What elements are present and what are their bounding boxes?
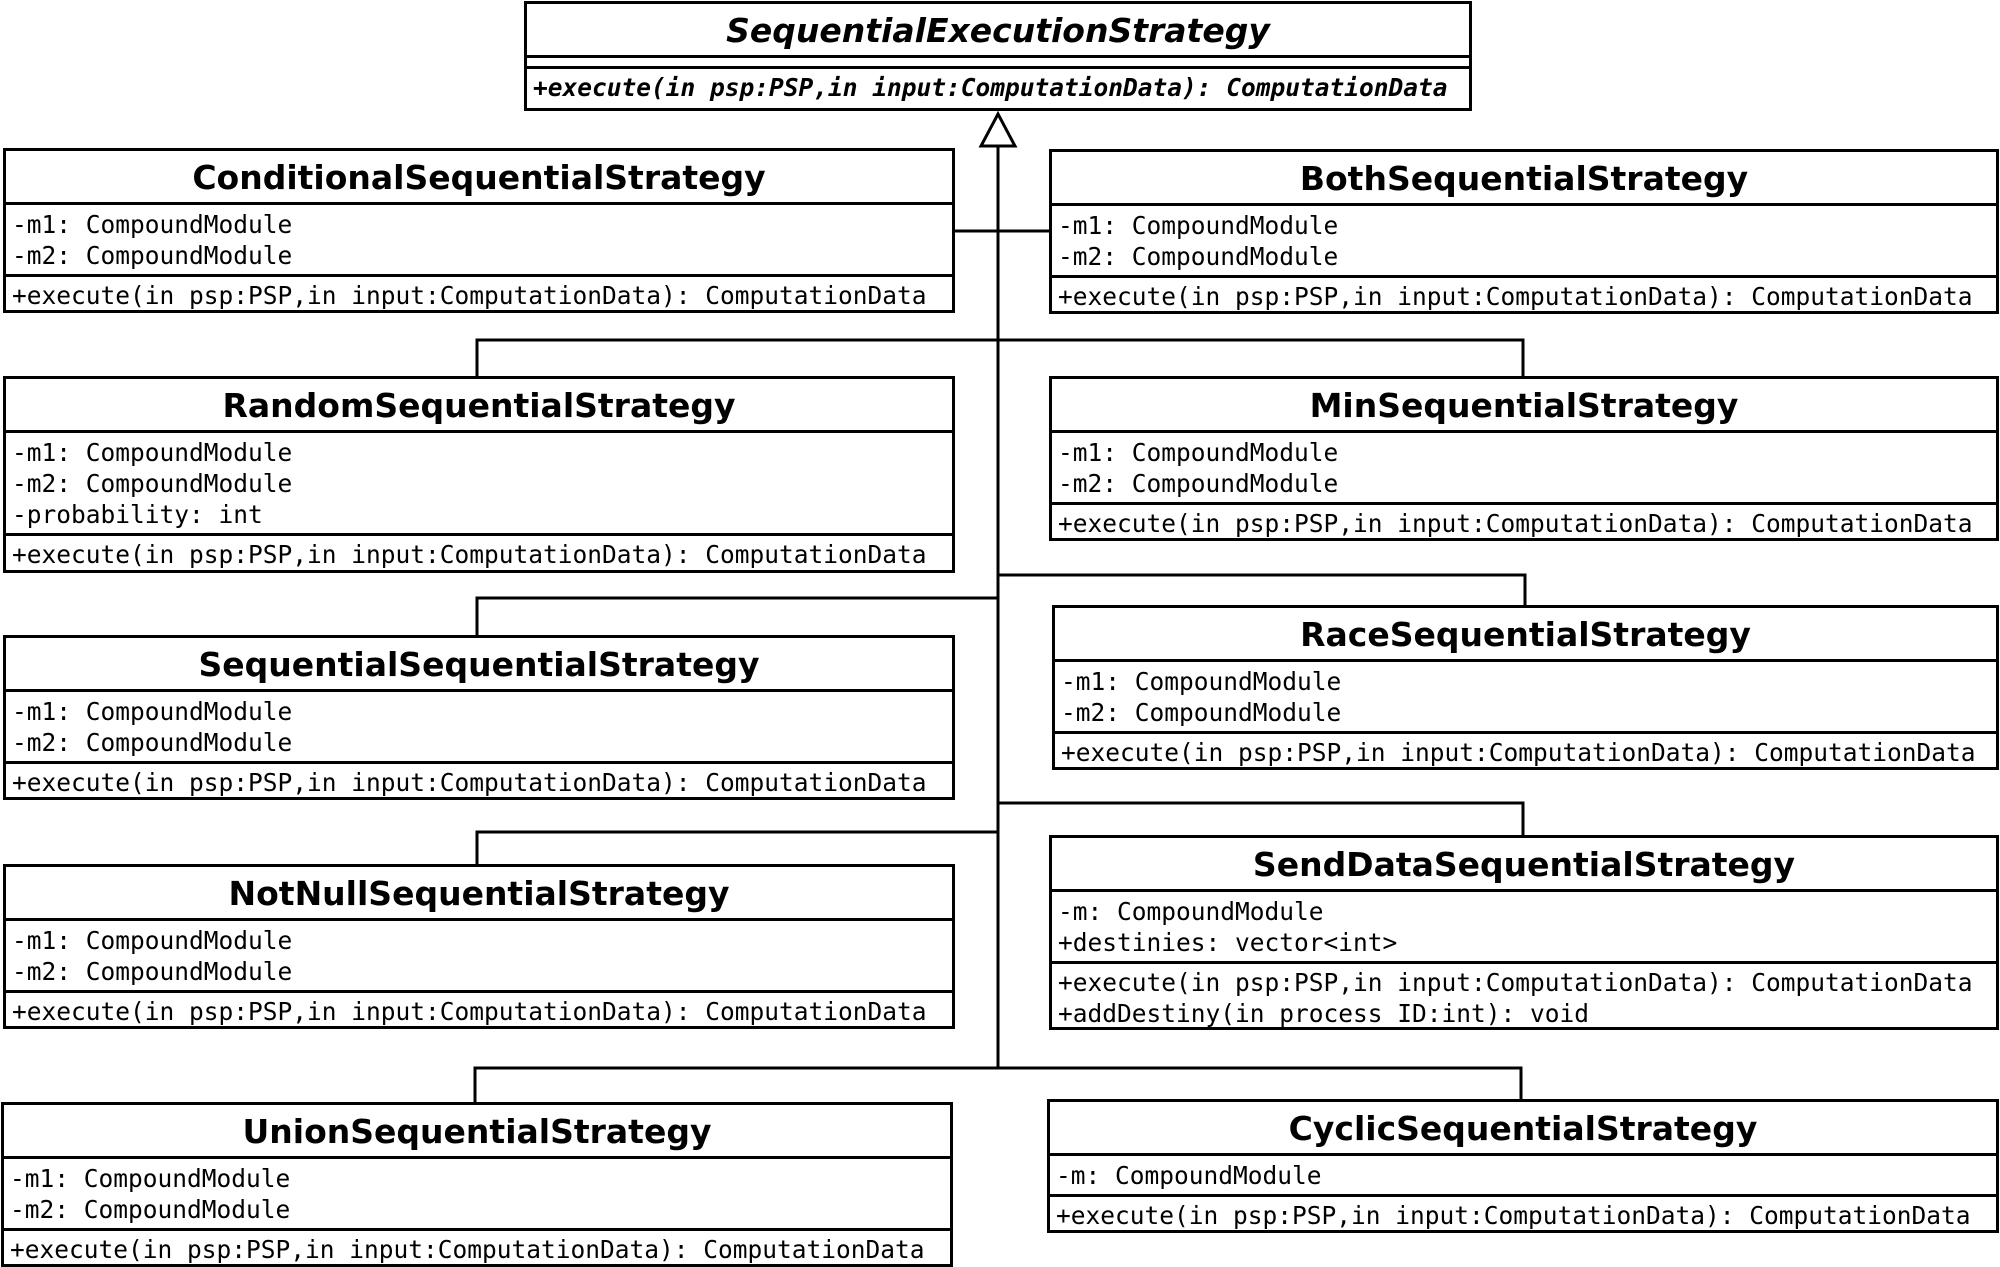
attribute: -probability: int (12, 500, 263, 529)
branch-senddata (998, 801, 1525, 836)
operation: +execute(in psp:PSP,in input:Computation… (10, 1235, 925, 1264)
class-senddata-sequential-strategy: SendDataSequentialStrategy -m: CompoundM… (1049, 835, 1999, 1030)
attribute: -m2: CompoundModule (10, 1195, 291, 1224)
class-operations: +execute(in psp:PSP,in input:Computation… (6, 277, 952, 312)
class-name: RandomSequentialStrategy (6, 379, 952, 433)
class-attributes (527, 58, 1469, 69)
branch-random (475, 338, 998, 377)
attribute: -m2: CompoundModule (1061, 698, 1342, 727)
operation: +execute(in psp:PSP,in input:Computation… (12, 281, 927, 310)
class-random-sequential-strategy: RandomSequentialStrategy -m1: CompoundMo… (3, 376, 955, 573)
attribute: -m1: CompoundModule (12, 697, 293, 726)
operation: +execute(in psp:PSP,in input:Computation… (533, 73, 1448, 102)
class-name: CyclicSequentialStrategy (1050, 1102, 1996, 1156)
attribute: -m1: CompoundModule (1058, 211, 1339, 240)
class-attributes: -m1: CompoundModule -m2: CompoundModule (6, 205, 952, 277)
class-operations: +execute(in psp:PSP,in input:Computation… (6, 764, 952, 799)
class-operations: +execute(in psp:PSP,in input:Computation… (4, 1231, 950, 1266)
operation: +execute(in psp:PSP,in input:Computation… (1061, 738, 1976, 767)
branch-race (998, 573, 1527, 606)
class-attributes: -m1: CompoundModule -m2: CompoundModule (6, 921, 952, 993)
class-cyclic-sequential-strategy: CyclicSequentialStrategy -m: CompoundMod… (1047, 1099, 1999, 1233)
class-name: NotNullSequentialStrategy (6, 867, 952, 921)
class-attributes: -m1: CompoundModule -m2: CompoundModule (1055, 662, 1996, 734)
operation: +execute(in psp:PSP,in input:Computation… (1056, 1201, 1971, 1230)
class-name: SequentialSequentialStrategy (6, 638, 952, 692)
operation: +execute(in psp:PSP,in input:Computation… (1058, 282, 1973, 311)
attribute: -m1: CompoundModule (1061, 667, 1342, 696)
class-operations: +execute(in psp:PSP,in input:Computation… (1052, 278, 1996, 313)
branch-union (473, 1066, 1523, 1103)
class-notnull-sequential-strategy: NotNullSequentialStrategy -m1: CompoundM… (3, 864, 955, 1029)
class-both-sequential-strategy: BothSequentialStrategy -m1: CompoundModu… (1049, 149, 1999, 314)
operation: +execute(in psp:PSP,in input:Computation… (1058, 509, 1973, 538)
attribute: -m: CompoundModule (1056, 1161, 1322, 1190)
attribute: -m2: CompoundModule (12, 728, 293, 757)
class-operations: +execute(in psp:PSP,in input:Computation… (527, 69, 1469, 104)
class-attributes: -m: CompoundModule (1050, 1156, 1996, 1197)
class-name: UnionSequentialStrategy (4, 1105, 950, 1159)
operation: +execute(in psp:PSP,in input:Computation… (1058, 968, 1973, 997)
operation: +execute(in psp:PSP,in input:Computation… (12, 540, 927, 569)
operation: +execute(in psp:PSP,in input:Computation… (12, 997, 927, 1026)
class-attributes: -m: CompoundModule +destinies: vector<in… (1052, 892, 1996, 964)
operation: +execute(in psp:PSP,in input:Computation… (12, 768, 927, 797)
attribute: -m1: CompoundModule (12, 438, 293, 467)
class-operations: +execute(in psp:PSP,in input:Computation… (1055, 734, 1996, 769)
attribute: -m2: CompoundModule (1058, 242, 1339, 271)
attribute: -m1: CompoundModule (12, 210, 293, 239)
class-name: MinSequentialStrategy (1052, 379, 1996, 433)
class-name: BothSequentialStrategy (1052, 152, 1996, 206)
attribute: -m1: CompoundModule (12, 926, 293, 955)
class-name: RaceSequentialStrategy (1055, 608, 1996, 662)
generalization-arrowhead (978, 110, 1018, 148)
class-sequential-sequential-strategy: SequentialSequentialStrategy -m1: Compou… (3, 635, 955, 800)
attribute: -m2: CompoundModule (12, 469, 293, 498)
class-operations: +execute(in psp:PSP,in input:Computation… (6, 993, 952, 1028)
class-attributes: -m1: CompoundModule -m2: CompoundModule … (6, 433, 952, 536)
branch-notnull (475, 830, 998, 865)
branch-sequential (475, 596, 998, 636)
class-name: SendDataSequentialStrategy (1052, 838, 1996, 892)
class-attributes: -m1: CompoundModule -m2: CompoundModule (1052, 206, 1996, 278)
attribute: -m2: CompoundModule (12, 957, 293, 986)
attribute: -m1: CompoundModule (10, 1164, 291, 1193)
class-operations: +execute(in psp:PSP,in input:Computation… (1050, 1197, 1996, 1232)
branch-min (998, 338, 1525, 377)
class-min-sequential-strategy: MinSequentialStrategy -m1: CompoundModul… (1049, 376, 1999, 541)
class-conditional-sequential-strategy: ConditionalSequentialStrategy -m1: Compo… (3, 148, 955, 313)
class-attributes: -m1: CompoundModule -m2: CompoundModule (1052, 433, 1996, 505)
class-operations: +execute(in psp:PSP,in input:Computation… (6, 536, 952, 571)
class-attributes: -m1: CompoundModule -m2: CompoundModule (6, 692, 952, 764)
class-attributes: -m1: CompoundModule -m2: CompoundModule (4, 1159, 950, 1231)
attribute: -m1: CompoundModule (1058, 438, 1339, 467)
class-race-sequential-strategy: RaceSequentialStrategy -m1: CompoundModu… (1052, 605, 1999, 770)
attribute: -m2: CompoundModule (12, 241, 293, 270)
class-name: ConditionalSequentialStrategy (6, 151, 952, 205)
class-name: SequentialExecutionStrategy (527, 4, 1469, 58)
attribute: -m2: CompoundModule (1058, 469, 1339, 498)
class-operations: +execute(in psp:PSP,in input:Computation… (1052, 964, 1996, 1030)
attribute: +destinies: vector<int> (1058, 928, 1398, 957)
class-sequential-execution-strategy: SequentialExecutionStrategy +execute(in … (524, 1, 1472, 111)
class-union-sequential-strategy: UnionSequentialStrategy -m1: CompoundMod… (1, 1102, 953, 1267)
operation: +addDestiny(in process_ID:int): void (1058, 999, 1590, 1028)
class-operations: +execute(in psp:PSP,in input:Computation… (1052, 505, 1996, 540)
attribute: -m: CompoundModule (1058, 897, 1324, 926)
